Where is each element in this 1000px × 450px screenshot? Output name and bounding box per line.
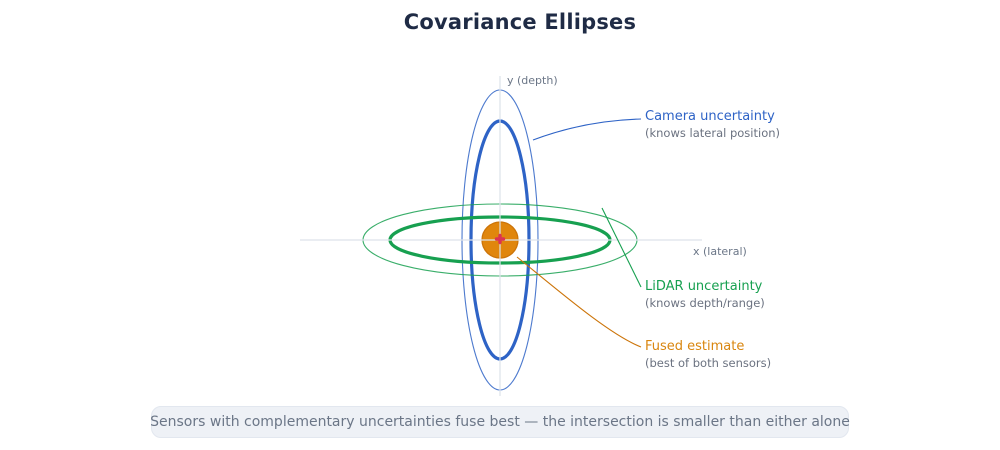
lidar-leader-line xyxy=(601,207,642,288)
camera-annotation-sublabel: (knows lateral position) xyxy=(645,126,781,140)
camera-annotation: Camera uncertainty (knows lateral positi… xyxy=(645,110,780,140)
lidar-annotation-label: LiDAR uncertainty xyxy=(645,279,763,294)
y-axis-label: y (depth) xyxy=(507,74,558,87)
lidar-annotation-sublabel: (knows depth/range) xyxy=(645,296,765,310)
lidar-annotation: LiDAR uncertainty (knows depth/range) xyxy=(645,280,765,310)
fused-annotation-label: Fused estimate xyxy=(645,339,745,354)
fused-annotation-sublabel: (best of both sensors) xyxy=(645,356,772,370)
caption-text: Sensors with complementary uncertainties… xyxy=(150,414,850,430)
caption-box: Sensors with complementary uncertainties… xyxy=(150,406,850,438)
camera-annotation-label: Camera uncertainty xyxy=(645,109,775,124)
center-marker xyxy=(494,233,506,245)
fused-annotation: Fused estimate (best of both sensors) xyxy=(645,340,771,370)
x-axis-label: x (lateral) xyxy=(693,245,747,258)
camera-leader-line xyxy=(532,118,642,141)
page-title: Covariance Ellipses xyxy=(403,10,637,34)
fused-leader-line xyxy=(516,256,642,348)
